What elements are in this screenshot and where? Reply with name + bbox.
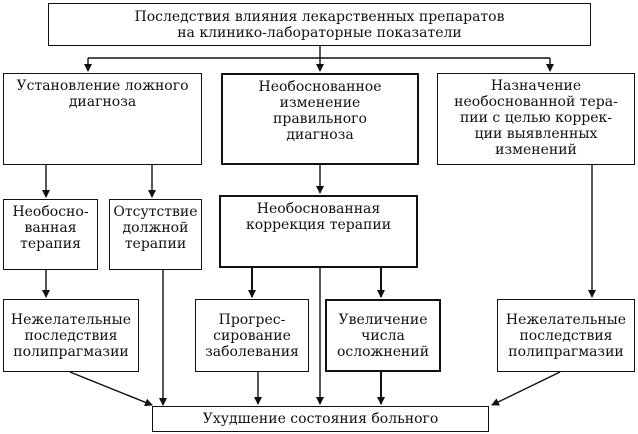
node-unfounded-therapy: Необосно- ванная терапия [3, 199, 98, 270]
node-unfounded-change: Необоснованное изменение правильного диа… [221, 73, 419, 165]
node-polypragmasy-right: Нежелательные последствия полипрагмазии [497, 299, 635, 372]
node-worsening: Ухудшение состояния больного [152, 406, 489, 432]
node-polypragmasy-left: Нежелательные последствия полипрагмазии [3, 299, 139, 372]
node-complications: Увеличение числа осложнений [325, 299, 441, 372]
node-false-diagnosis: Установление ложного диагноза [3, 73, 202, 165]
node-root: Последствия влияния лекарственных препар… [48, 3, 591, 46]
arrow-right-to-worsening [491, 371, 561, 406]
node-unfounded-correction: Необоснованная коррекция терапии [219, 195, 418, 268]
node-progression: Прогрес- сирование заболевания [195, 299, 309, 372]
node-no-therapy: Отсутствие должной терапии [109, 199, 202, 270]
node-unfounded-therapy-assignment: Назначение необоснованной тера- пии с це… [437, 73, 635, 165]
arrow-left-to-worsening [69, 371, 153, 407]
